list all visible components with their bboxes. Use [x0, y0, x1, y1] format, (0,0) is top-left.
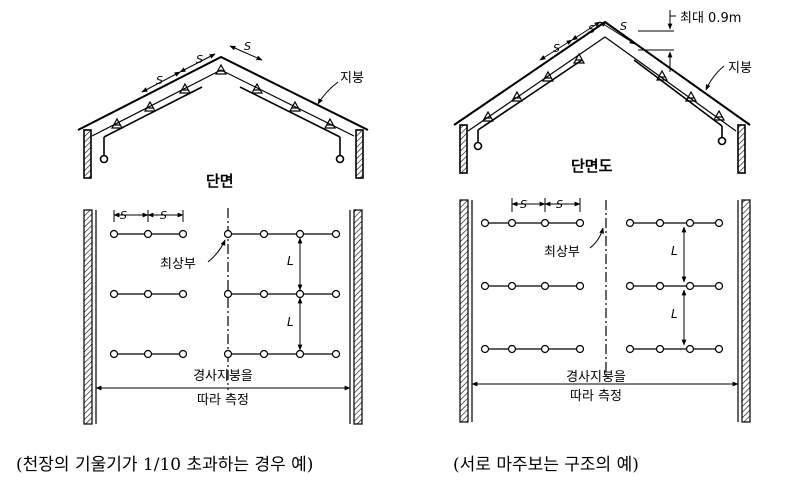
- sprinkler-head: [250, 82, 264, 94]
- right-measure-line1: 경사지붕을: [566, 370, 626, 385]
- left-peak-label: 최상부: [160, 257, 196, 272]
- left-s-label-2: S: [196, 53, 203, 66]
- sprinkler-head: [143, 100, 157, 112]
- sprinkler-head: [655, 69, 669, 81]
- sprinkler-head: [541, 70, 555, 82]
- right-heads: [481, 52, 726, 122]
- left-plan-wall-r: [353, 209, 363, 425]
- right-s-label-1: S: [553, 42, 560, 55]
- right-s-label-2: S: [588, 23, 595, 36]
- right-roof-label: 지붕: [728, 61, 752, 76]
- sprinkler-head: [481, 110, 495, 122]
- left-roof-section: [77, 45, 369, 179]
- left-s-dims: [141, 45, 263, 93]
- right-roof-section: [453, 10, 751, 174]
- left-wall-left: [83, 129, 92, 179]
- right-l-label-2: L: [671, 307, 678, 321]
- right-plan-s-2: S: [556, 198, 563, 211]
- left-plan-s-2: S: [160, 209, 167, 222]
- left-l-label-2: L: [287, 315, 294, 329]
- left-roof-inner: [91, 69, 355, 137]
- left-title: 단면: [206, 172, 234, 190]
- left-s-label-1: S: [156, 74, 163, 87]
- sprinkler-head: [214, 63, 228, 75]
- left-measure-line1: 경사지붕을: [193, 369, 253, 384]
- left-measure-line2: 따라 측정: [197, 393, 249, 408]
- left-caption: (천장의 기울기가 1/10 초과하는 경우 예): [16, 455, 313, 475]
- right-plan-view: [459, 198, 751, 423]
- left-s-label-3: S: [244, 40, 251, 53]
- left-plan-heads: [109, 229, 341, 359]
- left-wall-right: [355, 129, 364, 179]
- right-s-dims: [539, 21, 636, 61]
- right-max-label: 최대 0.9m: [680, 11, 741, 26]
- right-s-label-3: S: [620, 20, 627, 33]
- left-roof-label: 지붕: [340, 71, 364, 86]
- left-pipe-r: [239, 86, 341, 138]
- right-peak-label: 최상부: [544, 245, 580, 260]
- left-heads: [110, 63, 337, 129]
- right-title: 단면도: [571, 157, 613, 175]
- sprinkler-head: [323, 117, 337, 129]
- left-l-label-1: L: [287, 254, 294, 268]
- sprinkler-head: [178, 82, 192, 94]
- left-roof-leader: [317, 81, 339, 105]
- right-measure-line2: 따라 측정: [570, 389, 622, 404]
- right-caption: (서로 마주보는 구조의 예): [453, 455, 639, 475]
- left-roof-line: [77, 55, 369, 131]
- right-l-label-1: L: [671, 244, 678, 258]
- sprinkler-head: [684, 90, 698, 102]
- left-drain-r: [335, 154, 345, 164]
- left-drain-l: [99, 154, 109, 164]
- sprinkler-head: [288, 100, 302, 112]
- sprinkler-head: [712, 109, 726, 121]
- left-plan-s-1: S: [120, 209, 127, 222]
- right-plan-s-1: S: [520, 198, 527, 211]
- right-plan-heads: [480, 218, 724, 354]
- left-pipe-l: [103, 86, 203, 138]
- sprinkler-head: [572, 52, 586, 64]
- left-plan-wall-l: [83, 209, 93, 425]
- sprinkler-head: [110, 117, 124, 129]
- left-plan-view: [83, 208, 363, 425]
- sprinkler-head: [510, 90, 524, 102]
